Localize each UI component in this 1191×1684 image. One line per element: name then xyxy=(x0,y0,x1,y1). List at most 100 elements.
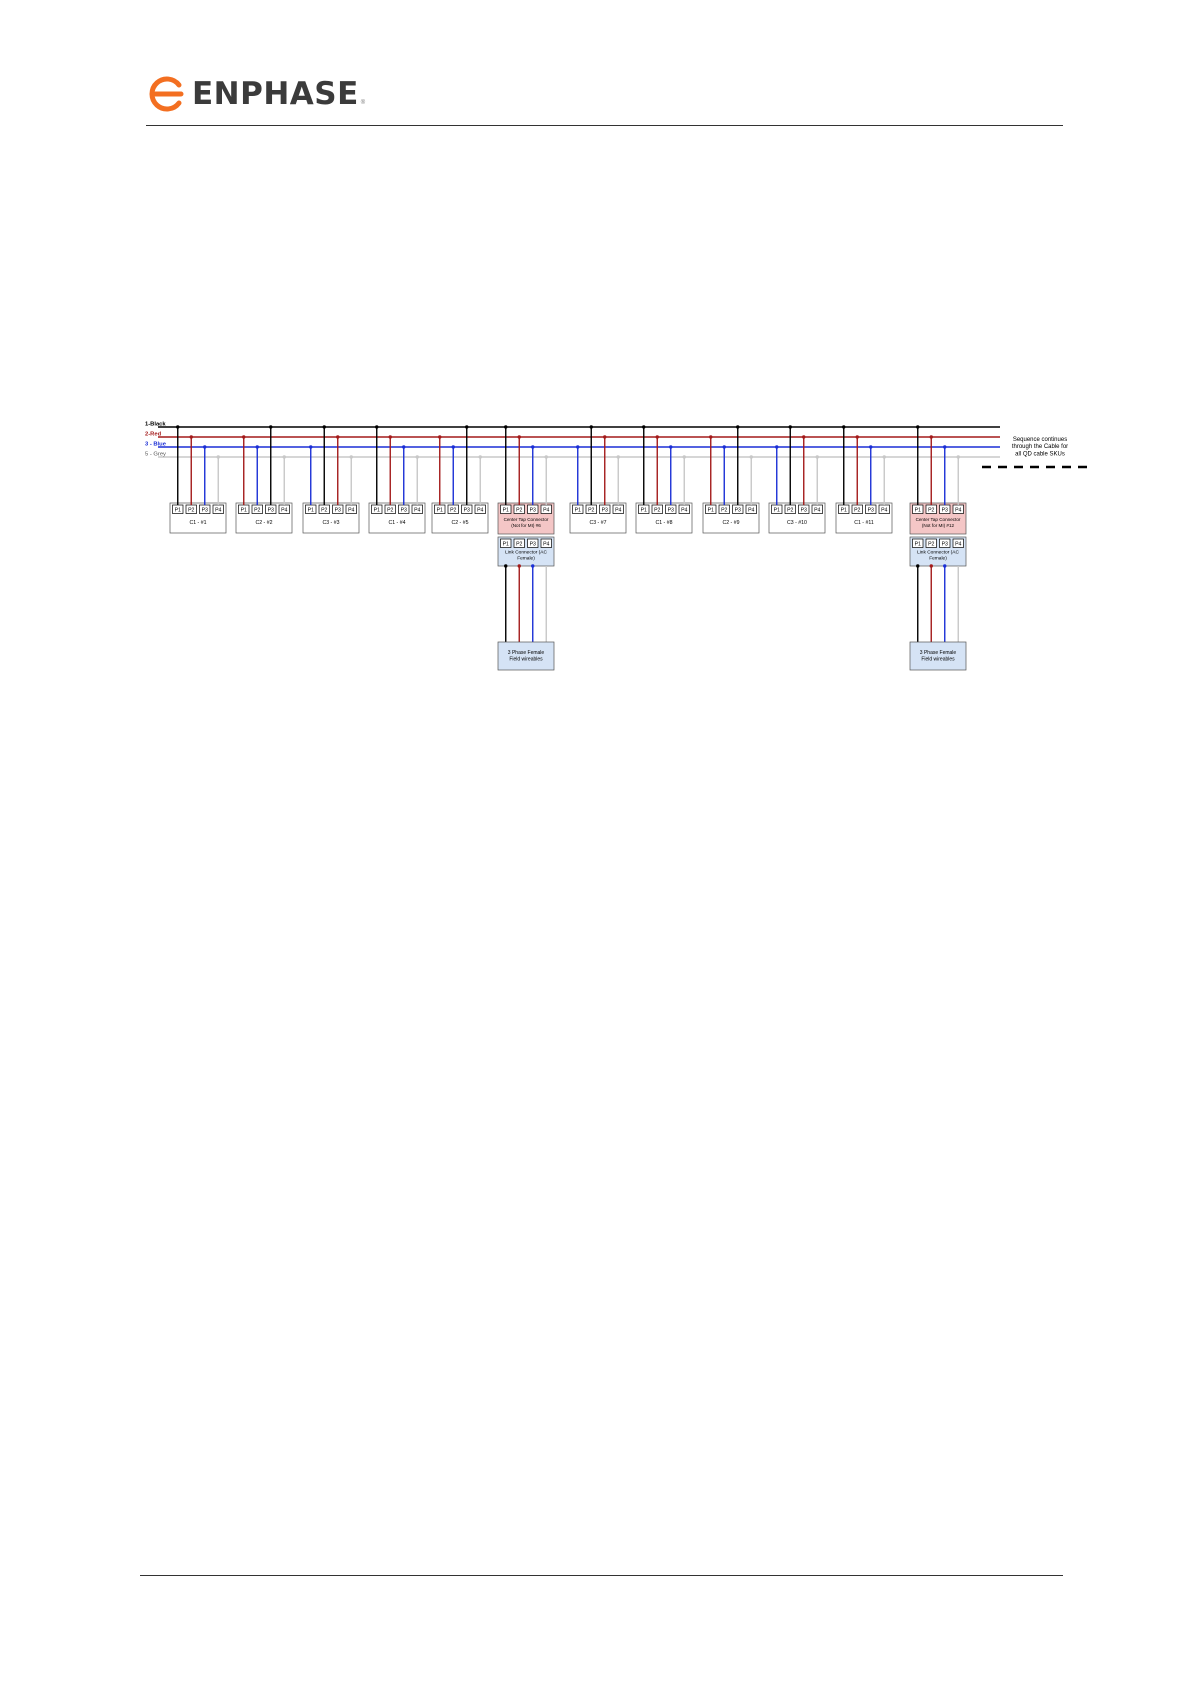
connector-label: Center Tap Connector xyxy=(504,517,549,522)
junction-dot xyxy=(388,435,392,439)
port-box xyxy=(527,538,539,548)
junction-dot xyxy=(943,445,947,449)
junction-dot xyxy=(216,455,220,459)
port-label: P3 xyxy=(202,507,208,513)
port-box xyxy=(500,538,512,548)
junction-dot xyxy=(943,564,947,568)
port-label: P1 xyxy=(437,507,443,513)
port-box xyxy=(925,538,937,548)
junction-dot xyxy=(788,425,792,429)
junction-dot xyxy=(242,435,246,439)
junction-dot xyxy=(282,455,286,459)
port-label: P1 xyxy=(503,507,509,513)
junction-dot xyxy=(189,435,193,439)
junction-dot xyxy=(749,455,753,459)
port-label: P1 xyxy=(175,507,181,513)
junction-dot xyxy=(517,435,521,439)
port-label: P2 xyxy=(928,541,934,547)
port-label: P4 xyxy=(477,507,483,513)
junction-dot xyxy=(336,435,340,439)
junction-dot xyxy=(916,564,920,568)
field-wireable-box xyxy=(497,641,555,671)
legend-label-blue: 3 - Blue xyxy=(145,442,167,448)
port-label: P1 xyxy=(308,507,314,513)
footer-rule xyxy=(140,1575,1063,1576)
port-label: P3 xyxy=(602,507,608,513)
junction-dot xyxy=(544,455,548,459)
port-label: P2 xyxy=(588,507,594,513)
junction-dot xyxy=(616,455,620,459)
field-wireable-label: Field wireables xyxy=(509,657,543,663)
field-wireable-label: 3 Phase Female xyxy=(508,650,545,656)
port-label: P2 xyxy=(387,507,393,513)
field-wireable-label: Field wireables xyxy=(921,657,955,663)
port-label: P2 xyxy=(928,507,934,513)
junction-dot xyxy=(842,425,846,429)
connector-label: C2 - #9 xyxy=(722,520,739,526)
continuation-note: through the Cable for xyxy=(1012,444,1068,450)
port-label: P2 xyxy=(654,507,660,513)
port-label: P4 xyxy=(215,507,221,513)
junction-dot xyxy=(802,435,806,439)
junction-dot xyxy=(478,455,482,459)
port-label: P4 xyxy=(681,507,687,513)
legend-label-red: 2-Red xyxy=(145,432,162,438)
connector-label: (Not for MI) #12 xyxy=(922,523,955,528)
port-label: P2 xyxy=(854,507,860,513)
port-label: P3 xyxy=(735,507,741,513)
junction-dot xyxy=(736,425,740,429)
junction-dot xyxy=(531,445,535,449)
enphase-logo: ENPHASE ® xyxy=(146,74,365,114)
port-label: P2 xyxy=(254,507,260,513)
port-label: P1 xyxy=(575,507,581,513)
junction-dot xyxy=(956,455,960,459)
junction-dot xyxy=(576,445,580,449)
connector-label: C1 - #11 xyxy=(854,520,874,526)
port-label: P2 xyxy=(450,507,456,513)
port-label: P1 xyxy=(241,507,247,513)
port-label: P2 xyxy=(188,507,194,513)
junction-dot xyxy=(531,564,535,568)
connector-label: C1 - #8 xyxy=(655,520,672,526)
port-label: P3 xyxy=(668,507,674,513)
port-label: P4 xyxy=(281,507,287,513)
port-label: P2 xyxy=(787,507,793,513)
field-wireable-label: 3 Phase Female xyxy=(920,650,957,656)
junction-dot xyxy=(815,455,819,459)
junction-dot xyxy=(642,425,646,429)
port-label: P2 xyxy=(721,507,727,513)
junction-dot xyxy=(504,564,508,568)
port-label: P2 xyxy=(321,507,327,513)
junction-dot xyxy=(255,445,259,449)
junction-dot xyxy=(882,455,886,459)
port-box xyxy=(952,538,964,548)
connector-label: C2 - #5 xyxy=(451,520,468,526)
port-label: P3 xyxy=(530,507,536,513)
port-label: P3 xyxy=(942,541,948,547)
connector-label: C3 - #10 xyxy=(787,520,807,526)
junction-dot xyxy=(415,455,419,459)
link-connector-label: Female) xyxy=(929,556,947,562)
port-label: P3 xyxy=(868,507,874,513)
link-connector-label: Female) xyxy=(517,556,535,562)
port-label: P1 xyxy=(915,507,921,513)
port-box xyxy=(912,538,924,548)
port-label: P1 xyxy=(915,541,921,547)
port-box xyxy=(939,538,951,548)
junction-dot xyxy=(322,425,326,429)
field-wireable-box xyxy=(909,641,967,671)
junction-dot xyxy=(682,455,686,459)
junction-dot xyxy=(203,445,207,449)
port-label: P1 xyxy=(641,507,647,513)
port-label: P4 xyxy=(955,541,961,547)
junction-dot xyxy=(589,425,593,429)
junction-dot xyxy=(929,564,933,568)
enphase-e-icon xyxy=(149,76,184,112)
legend-label-grey: 5 - Grey xyxy=(145,452,166,458)
port-label: P1 xyxy=(841,507,847,513)
port-box xyxy=(513,538,525,548)
junction-dot xyxy=(451,445,455,449)
port-label: P3 xyxy=(401,507,407,513)
port-label: P3 xyxy=(942,507,948,513)
